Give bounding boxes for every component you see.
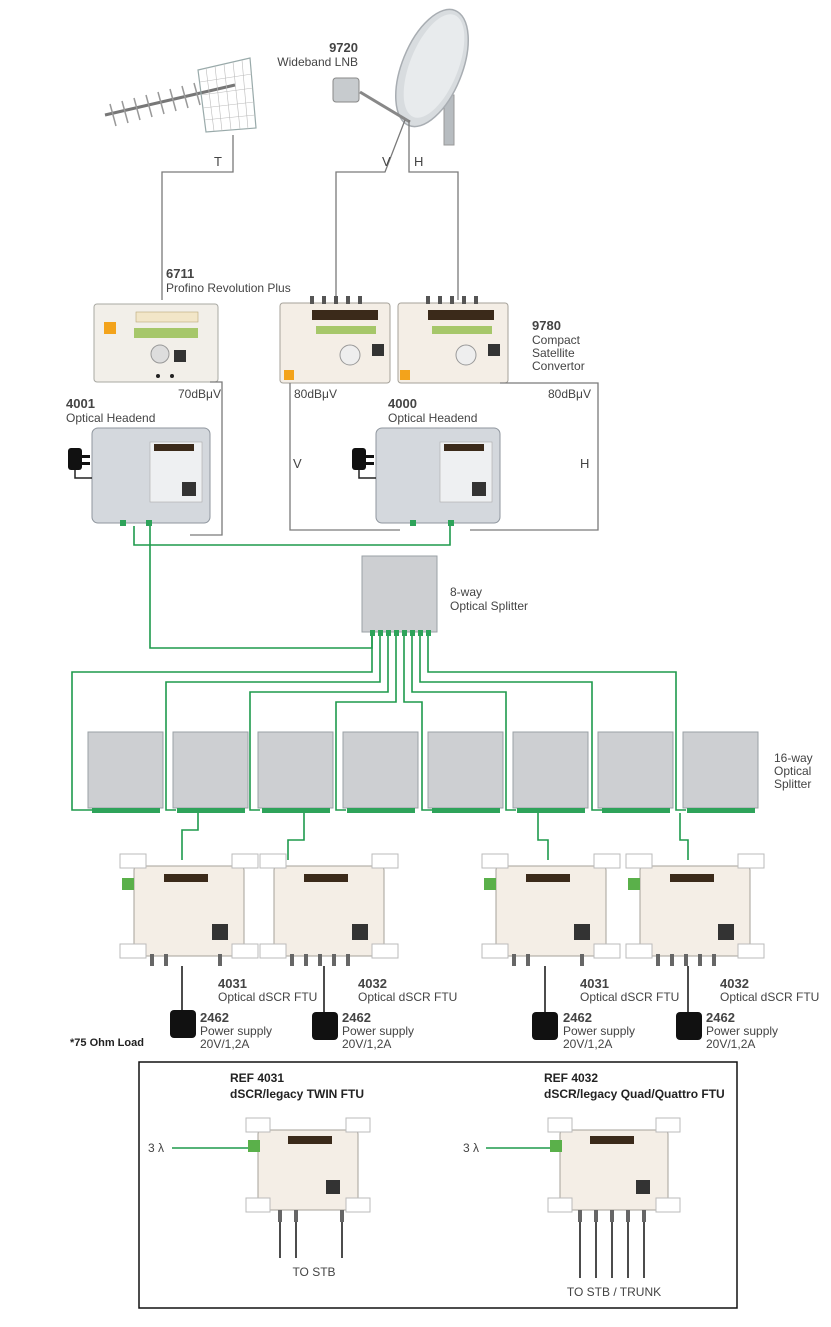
headend-b-h-label: H bbox=[580, 456, 589, 471]
splitter8-line1: 8-way bbox=[450, 585, 482, 599]
ftu2-code: 4032 bbox=[358, 976, 387, 991]
fiber-headend-link bbox=[133, 526, 451, 546]
legend-right-output: TO STB / TRUNK bbox=[567, 1285, 661, 1299]
sat-h-coax bbox=[408, 120, 459, 300]
legend-ftu-4031 bbox=[245, 1117, 371, 1222]
amp-code: 6711 bbox=[166, 266, 194, 281]
headend-b-v-label: V bbox=[293, 456, 302, 471]
psu1-line1: Power supply bbox=[200, 1024, 272, 1038]
headend-b-code: 4000 bbox=[388, 396, 417, 411]
legend-ftu-4032 bbox=[547, 1117, 681, 1222]
ftu4-name: Optical dSCR FTU bbox=[720, 990, 819, 1004]
legend-left-cables bbox=[279, 1222, 343, 1258]
level-terrestrial: 70dBμV bbox=[178, 387, 221, 401]
psu3-line1: Power supply bbox=[563, 1024, 635, 1038]
pol-h-label: H bbox=[414, 154, 423, 169]
splitter16-line1: 16-way bbox=[774, 751, 813, 765]
psu1-code: 2462 bbox=[200, 1010, 229, 1025]
amp-name: Profino Revolution Plus bbox=[166, 281, 291, 295]
splitter16-line2: Optical bbox=[774, 764, 811, 778]
psu2-code: 2462 bbox=[342, 1010, 371, 1025]
headend-b-name: Optical Headend bbox=[388, 411, 477, 425]
psu-icon-4 bbox=[676, 1012, 702, 1040]
terrestrial-antenna bbox=[104, 57, 257, 133]
psu3-line2: 20V/1,2A bbox=[563, 1037, 612, 1051]
fiber-to-ftu2 bbox=[287, 813, 305, 860]
pol-t-label: T bbox=[214, 154, 222, 169]
optical-headend-4000 bbox=[375, 427, 501, 526]
legend-left-ref: REF 4031 bbox=[230, 1071, 284, 1085]
coax-v-to-4000 bbox=[289, 383, 400, 531]
convertor-9780-right bbox=[397, 296, 509, 384]
lnb-code: 9720 bbox=[329, 40, 358, 55]
fiber-to-ftu3 bbox=[537, 813, 549, 860]
convertor-line3: Convertor bbox=[532, 359, 585, 373]
legend-right-ref: REF 4032 bbox=[544, 1071, 598, 1085]
fiber-fanout bbox=[71, 636, 686, 811]
sat-v-coax bbox=[335, 119, 406, 300]
psu-icon-1 bbox=[170, 1010, 196, 1038]
legend-right-input: 3 λ bbox=[463, 1141, 479, 1155]
optical-headend-4001 bbox=[91, 427, 211, 526]
splitter-16way-row bbox=[87, 731, 759, 813]
ftu2-name: Optical dSCR FTU bbox=[358, 990, 457, 1004]
load-note: *75 Ohm Load bbox=[70, 1037, 144, 1049]
lnb-name: Wideband LNB bbox=[277, 55, 358, 69]
psu4-line2: 20V/1,2A bbox=[706, 1037, 755, 1051]
fiber-to-ftu1 bbox=[181, 813, 199, 860]
ftu-4032-a bbox=[259, 853, 399, 966]
psu3-code: 2462 bbox=[563, 1010, 592, 1025]
convertor-9780-left bbox=[279, 296, 391, 384]
psu2-line1: Power supply bbox=[342, 1024, 414, 1038]
legend-right-cables bbox=[579, 1222, 645, 1278]
ftu-4031-b bbox=[481, 853, 621, 966]
coax-70-to-4001 bbox=[190, 381, 223, 536]
ftu1-name: Optical dSCR FTU bbox=[218, 990, 317, 1004]
splitter16-line3: Splitter bbox=[774, 777, 811, 791]
fiber-to-ftu4 bbox=[679, 813, 689, 860]
legend-left-output: TO STB bbox=[292, 1265, 335, 1279]
legend-left-input: 3 λ bbox=[148, 1141, 164, 1155]
satellite-dish bbox=[332, 8, 469, 146]
ftu-4032-b bbox=[625, 853, 765, 966]
psu4-code: 2462 bbox=[706, 1010, 735, 1025]
amplifier-6711 bbox=[93, 303, 219, 383]
terrestrial-coax bbox=[161, 135, 234, 300]
psu1-line2: 20V/1,2A bbox=[200, 1037, 249, 1051]
ftu3-name: Optical dSCR FTU bbox=[580, 990, 679, 1004]
splitter-8way bbox=[361, 555, 438, 636]
ftu4-code: 4032 bbox=[720, 976, 749, 991]
convertor-line1: Compact bbox=[532, 333, 581, 347]
ftu3-code: 4031 bbox=[580, 976, 609, 991]
coax-h-to-4000 bbox=[470, 382, 599, 531]
level-sat-left: 80dBμV bbox=[294, 387, 337, 401]
ftu1-code: 4031 bbox=[218, 976, 247, 991]
level-sat-right: 80dBμV bbox=[548, 387, 591, 401]
headend-a-name: Optical Headend bbox=[66, 411, 155, 425]
headend-a-code: 4001 bbox=[66, 396, 95, 411]
pol-v-label: V bbox=[382, 154, 391, 169]
psu2-line2: 20V/1,2A bbox=[342, 1037, 391, 1051]
ftu-4031-a bbox=[119, 853, 259, 966]
convertor-code: 9780 bbox=[532, 318, 561, 333]
legend-right-desc: dSCR/legacy Quad/Quattro FTU bbox=[544, 1087, 725, 1101]
power-plug-icon-b bbox=[352, 448, 376, 479]
splitter8-line2: Optical Splitter bbox=[450, 599, 528, 613]
psu-icon-3 bbox=[532, 1012, 558, 1040]
legend-box bbox=[138, 1061, 738, 1309]
legend-left-desc: dSCR/legacy TWIN FTU bbox=[230, 1087, 364, 1101]
convertor-line2: Satellite bbox=[532, 346, 575, 360]
psu-icon-2 bbox=[312, 1012, 338, 1040]
power-plug-icon-a bbox=[68, 448, 92, 479]
psu4-line1: Power supply bbox=[706, 1024, 778, 1038]
